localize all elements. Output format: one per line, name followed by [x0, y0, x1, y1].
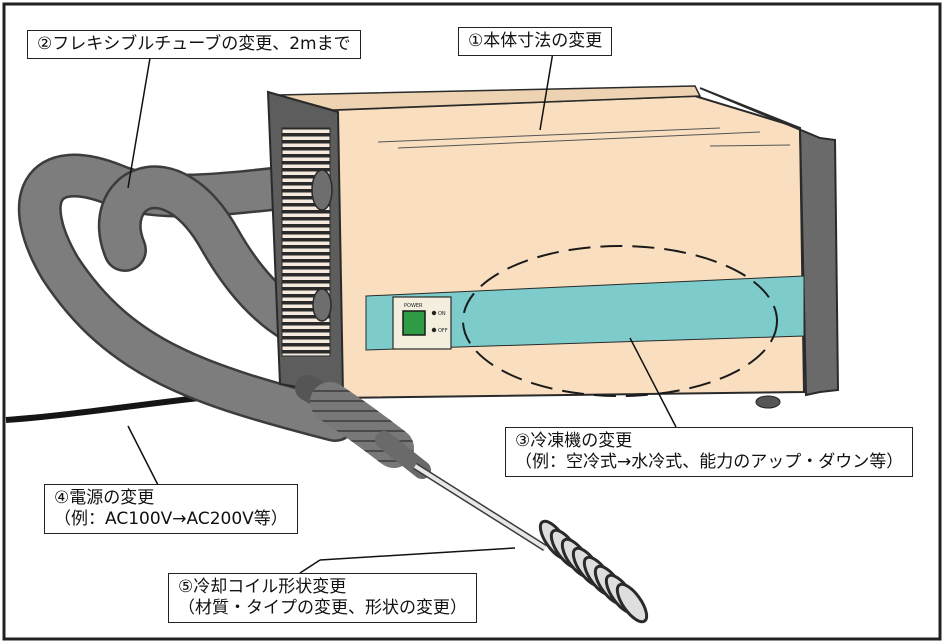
right-bezel — [699, 87, 840, 397]
callout-body-dimensions: ①本体寸法の変更 — [458, 27, 613, 56]
front-band — [365, 275, 805, 351]
off-label: OFF — [438, 328, 448, 334]
callout-text: ④電源の変更 — [54, 488, 155, 508]
callout-text: ⑤冷却コイル形状変更 — [178, 577, 347, 597]
callout-text: （例：空冷式→水冷式、能力のアップ・ダウン等） — [515, 452, 904, 472]
tube-port-upper — [311, 169, 333, 211]
callout-power-supply: ④電源の変更 （例：AC100V→AC200V等） — [44, 484, 298, 534]
callout-flexible-tube: ②フレキシブルチューブの変更、2mまで — [27, 30, 361, 59]
callout-text: ①本体寸法の変更 — [468, 31, 603, 51]
power-label: POWER — [404, 303, 423, 309]
foot — [755, 395, 781, 409]
tube-port-lower — [312, 288, 332, 322]
callout-text: ③冷凍機の変更 — [515, 431, 633, 451]
refrigerator-highlight — [462, 245, 778, 397]
callout-text: （例：AC100V→AC200V等） — [54, 509, 288, 529]
callout-text: （材質・タイプの変更、形状の変更） — [178, 598, 467, 618]
refrigerator-unit: POWER ON OFF — [266, 85, 840, 409]
callout-refrigerator: ③冷凍機の変更 （例：空冷式→水冷式、能力のアップ・ダウン等） — [505, 427, 914, 477]
leader-lines — [127, 51, 677, 574]
probe-handle — [295, 375, 547, 551]
callout-cooling-coil: ⑤冷却コイル形状変更 （材質・タイプの変更、形状の変更） — [168, 573, 477, 623]
cooling-coil — [538, 519, 649, 624]
on-label: ON — [438, 311, 446, 317]
power-switch — [402, 310, 426, 336]
callout-text: ②フレキシブルチューブの変更、2mまで — [37, 34, 351, 54]
vent-panel — [281, 127, 331, 357]
